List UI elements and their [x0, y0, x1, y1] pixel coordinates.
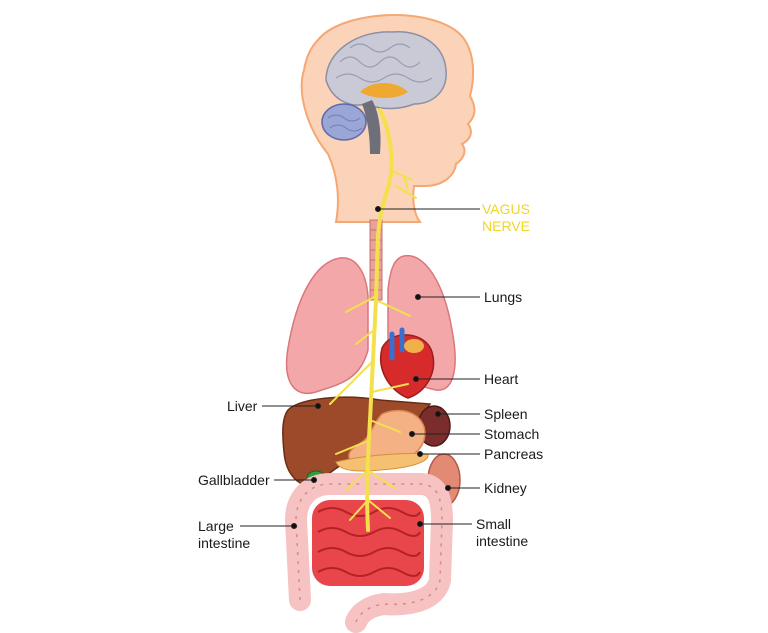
- label-large-intestine-line-2: intestine: [198, 535, 251, 551]
- large-intestine: [285, 473, 453, 633]
- cerebellum: [321, 103, 367, 141]
- label-vagus-line-2: NERVE: [482, 218, 530, 234]
- leader-lines: [240, 206, 480, 529]
- heart: [380, 327, 435, 399]
- label-small-intestine-line-1: Small: [476, 516, 512, 532]
- label-stomach: Stomach: [484, 426, 540, 442]
- label-liver: Liver: [227, 398, 258, 414]
- label-kidney: Kidney: [484, 480, 527, 496]
- vagus-nerve: [329, 108, 417, 532]
- label-vagus-nerve: VAGUS NERVE: [482, 201, 530, 235]
- brainstem: [362, 100, 381, 154]
- label-heart: Heart: [484, 371, 519, 387]
- label-lungs: Lungs: [484, 289, 523, 305]
- label-large-intestine: Large intestine: [198, 518, 250, 552]
- label-vagus-line-1: VAGUS: [482, 201, 530, 217]
- label-small-intestine-line-2: intestine: [476, 533, 529, 549]
- label-gallbladder: Gallbladder: [198, 472, 270, 488]
- label-small-intestine: Small intestine: [476, 516, 528, 550]
- label-spleen: Spleen: [484, 406, 528, 422]
- label-pancreas: Pancreas: [484, 446, 544, 462]
- pancreas: [335, 452, 429, 472]
- label-large-intestine-line-1: Large: [198, 518, 234, 534]
- small-intestine: [312, 500, 424, 586]
